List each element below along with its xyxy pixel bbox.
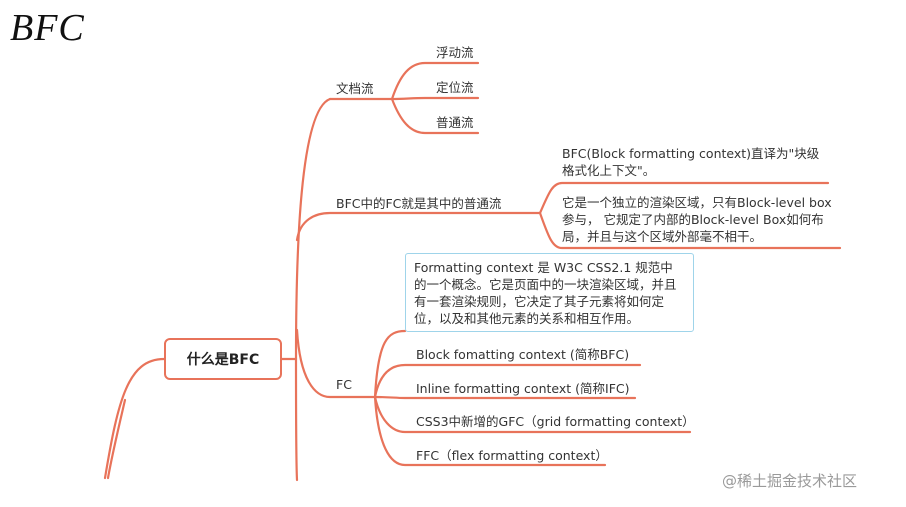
- connector-doc-position: [390, 96, 480, 101]
- connector-fc-ifc: [373, 395, 637, 400]
- connector-doc-normal: [390, 97, 480, 135]
- node-float-flow[interactable]: 浮动流: [436, 45, 474, 60]
- node-block-formatting-context[interactable]: Block fomatting context (简称BFC): [416, 347, 630, 362]
- connector-root-to-lower: [103, 357, 166, 480]
- connector-fc-bfc: [373, 363, 642, 399]
- root-node[interactable]: 什么是BFC: [164, 338, 282, 380]
- connector-fc-gfc: [373, 395, 692, 434]
- node-grid-formatting-context[interactable]: CSS3中新增的GFC（grid formatting context）: [416, 414, 695, 429]
- page-title: BFC: [10, 7, 85, 49]
- branch-doc-flow[interactable]: 文档流: [336, 81, 374, 96]
- node-bfc-description[interactable]: 它是一个独立的渲染区域，只有Block-level box参与， 它规定了内部的…: [562, 195, 832, 244]
- connector-trunk-fc: [295, 328, 377, 399]
- connector-bfc-desc: [538, 211, 842, 250]
- node-bfc-definition[interactable]: BFC(Block formatting context)直译为"块级格式化上下…: [562, 146, 820, 178]
- connector-fc-ffc: [373, 395, 607, 467]
- connector-fc-callout: [373, 329, 407, 399]
- branch-fc[interactable]: FC: [336, 377, 352, 392]
- connector-root-lower-tail: [106, 398, 127, 480]
- node-flex-formatting-context[interactable]: FFC（flex formatting context）: [416, 448, 608, 463]
- node-position-flow[interactable]: 定位流: [436, 80, 474, 95]
- node-inline-formatting-context[interactable]: Inline formatting context (简称IFC): [416, 381, 630, 396]
- fc-callout-note[interactable]: Formatting context 是 W3C CSS2.1 规范中的一个概念…: [405, 253, 694, 332]
- connector-doc-float: [390, 61, 480, 101]
- watermark: @稀土掘金技术社区: [722, 472, 858, 490]
- connector-bfc-def: [538, 181, 830, 215]
- node-normal-flow[interactable]: 普通流: [436, 115, 474, 130]
- root-node-label: 什么是BFC: [186, 352, 260, 368]
- connector-trunk-bfc: [295, 211, 542, 242]
- connector-trunk-top: [294, 97, 332, 361]
- connector-trunk-bottom: [294, 357, 299, 482]
- branch-bfc-in-fc[interactable]: BFC中的FC就是其中的普通流: [336, 196, 502, 211]
